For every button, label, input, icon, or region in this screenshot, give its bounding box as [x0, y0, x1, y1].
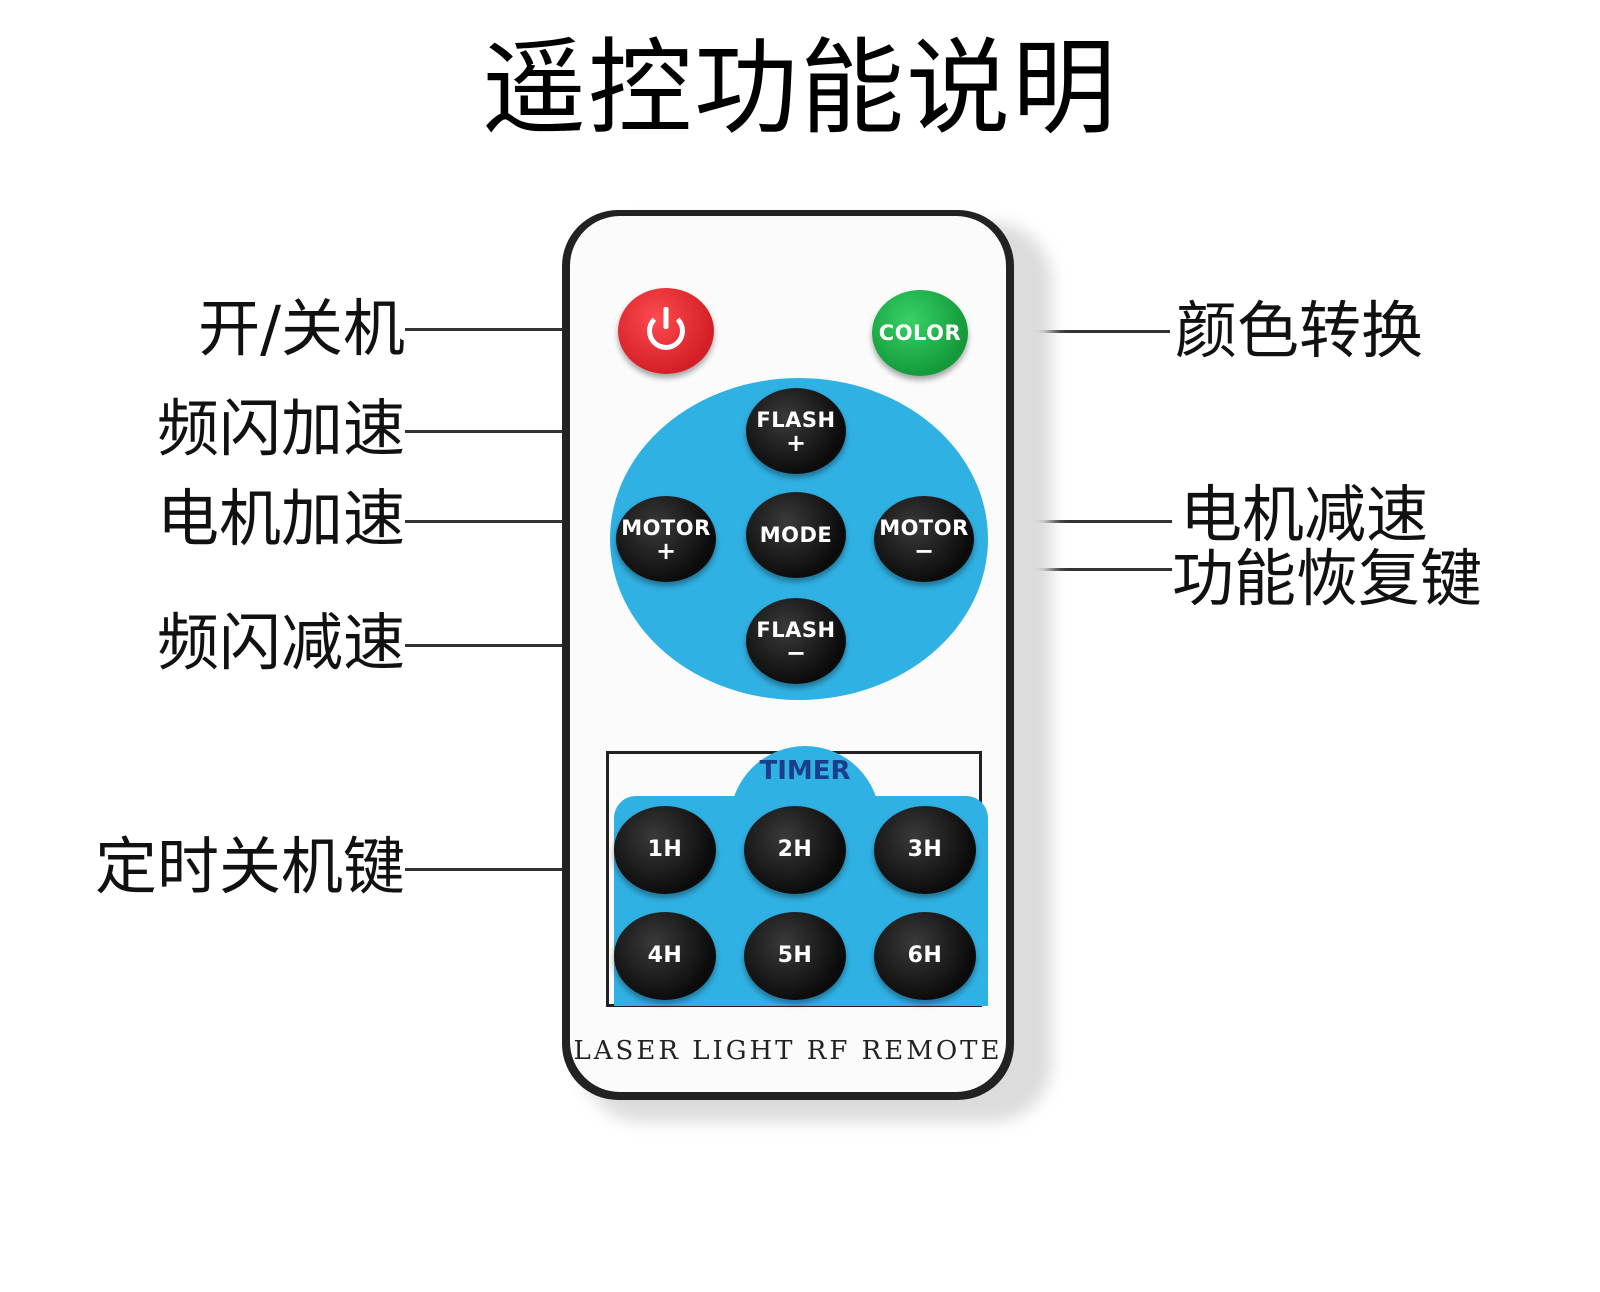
flash-plus-sign: +: [785, 429, 807, 457]
callout-mode: 功能恢复键: [1172, 542, 1483, 615]
callout-flash-down: 频闪减速: [156, 606, 405, 679]
remote-control: COLOR FLASH + MOTOR + MODE MOTOR − FLASH…: [562, 210, 1014, 1100]
motor-minus-sign: −: [913, 537, 935, 565]
timer-2h-button[interactable]: 2H: [744, 806, 846, 894]
flash-minus-button[interactable]: FLASH −: [746, 598, 846, 684]
timer-2h-label: 2H: [777, 837, 813, 862]
callout-power: 开/关机: [198, 292, 405, 365]
timer-label: TIMER: [759, 756, 851, 786]
leader-motor-down: [960, 520, 1172, 523]
callout-motor-up: 电机加速: [156, 482, 405, 555]
timer-6h-label: 6H: [907, 943, 943, 968]
flash-plus-button[interactable]: FLASH +: [746, 388, 846, 474]
power-icon: [647, 312, 685, 350]
motor-plus-label: MOTOR: [621, 516, 711, 540]
motor-minus-button[interactable]: MOTOR −: [874, 496, 974, 582]
flash-minus-sign: −: [785, 639, 807, 667]
color-button[interactable]: COLOR: [872, 290, 968, 376]
callout-timer: 定时关机键: [94, 830, 405, 903]
timer-3h-button[interactable]: 3H: [874, 806, 976, 894]
page-title: 遥控功能说明: [481, 27, 1118, 149]
timer-3h-label: 3H: [907, 837, 943, 862]
timer-6h-button[interactable]: 6H: [874, 912, 976, 1000]
motor-minus-label: MOTOR: [879, 516, 969, 540]
callout-flash-up: 频闪加速: [156, 392, 405, 465]
mode-label: MODE: [759, 523, 833, 547]
timer-1h-button[interactable]: 1H: [614, 806, 716, 894]
motor-plus-sign: +: [655, 537, 677, 565]
flash-minus-label: FLASH: [756, 618, 836, 642]
timer-5h-label: 5H: [777, 943, 813, 968]
callout-motor-down: 电机减速: [1180, 478, 1429, 551]
leader-timer: [405, 868, 600, 871]
timer-4h-label: 4H: [647, 943, 683, 968]
timer-5h-button[interactable]: 5H: [744, 912, 846, 1000]
brand-text: LASER LIGHT RF REMOTE: [573, 1036, 1003, 1066]
timer-1h-label: 1H: [647, 837, 683, 862]
callout-color: 颜色转换: [1175, 294, 1424, 367]
timer-4h-button[interactable]: 4H: [614, 912, 716, 1000]
remote-face: COLOR FLASH + MOTOR + MODE MOTOR − FLASH…: [570, 216, 1006, 1092]
power-button[interactable]: [618, 288, 714, 374]
color-button-label: COLOR: [878, 321, 962, 345]
flash-plus-label: FLASH: [756, 408, 836, 432]
leader-power: [405, 328, 650, 331]
motor-plus-button[interactable]: MOTOR +: [616, 496, 716, 582]
mode-button[interactable]: MODE: [746, 492, 846, 578]
leader-motor-up: [405, 520, 620, 523]
